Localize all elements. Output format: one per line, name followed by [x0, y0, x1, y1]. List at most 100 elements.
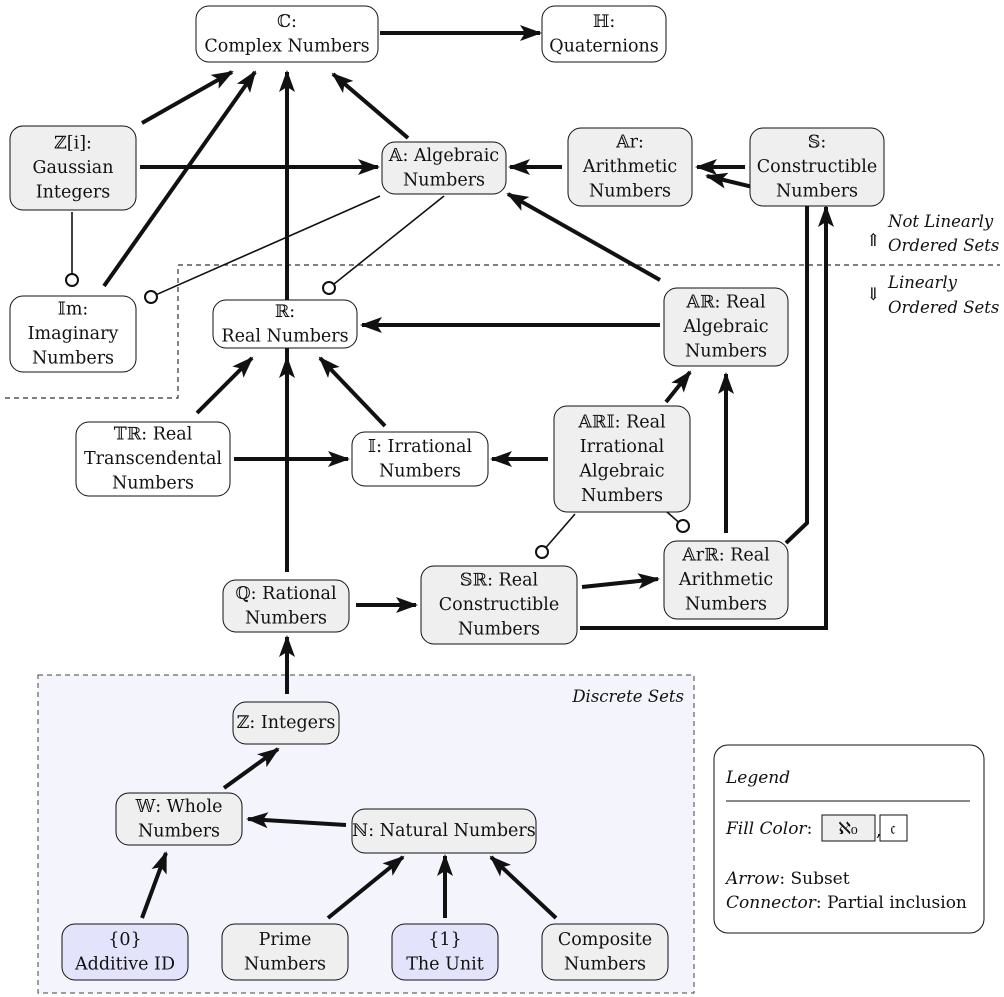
- down-arrow-icon: ⇓: [866, 285, 881, 305]
- node-box: [420, 565, 578, 645]
- subset-arrow: [664, 370, 692, 404]
- subset-arrow: [331, 72, 410, 140]
- node-label: Numbers: [685, 595, 767, 615]
- subset-arrow: [506, 192, 661, 282]
- node-label: The Unit: [406, 954, 484, 974]
- subset-arrow: [326, 855, 405, 920]
- legend-arrow: Arrow: Subset: [724, 869, 850, 889]
- node-label: 𝕀: Irrational: [368, 437, 473, 457]
- node-label: {0}: [108, 930, 141, 950]
- node-label: Numbers: [112, 474, 194, 494]
- node-label: Arithmetic: [678, 570, 773, 590]
- node-label: {1}: [428, 930, 461, 950]
- node-label: ℤ: Integers: [237, 713, 336, 733]
- node-label: Quaternions: [549, 36, 658, 56]
- legend-separator: ,: [876, 821, 881, 841]
- uncountable-swatch-label: 𝔠: [890, 819, 896, 839]
- node-label: 𝔸ℝ𝕀: Real: [577, 412, 666, 432]
- node-label: Numbers: [379, 461, 461, 481]
- node-label: 𝔸: Algebraic: [388, 146, 499, 166]
- subset-arrow: [318, 356, 387, 428]
- node-label: Numbers: [458, 620, 540, 640]
- node-label: ℝ:: [275, 302, 295, 322]
- subset-arrow: [140, 851, 168, 919]
- node-label: Integers: [36, 183, 110, 203]
- node-box: [391, 923, 499, 981]
- note-line: Ordered Sets: [888, 236, 999, 255]
- node-label: Numbers: [581, 486, 663, 506]
- node-box: [351, 808, 537, 854]
- node-box: [61, 923, 189, 981]
- node-label: Algebraic: [578, 461, 664, 481]
- node-label: Arithmetic: [582, 157, 677, 177]
- node-label: Constructible: [439, 595, 559, 615]
- legend-fill-color: Fill Color:: [725, 819, 812, 839]
- note-line: Ordered Sets: [888, 298, 999, 317]
- node-box: [115, 792, 243, 846]
- countable-swatch: [821, 814, 876, 842]
- up-arrow-icon: ⇑: [866, 231, 881, 251]
- node-box: [212, 299, 358, 349]
- node-natural: ℕ: Natural Numbers: [351, 808, 537, 854]
- node-label: Numbers: [138, 821, 220, 841]
- node-box: [381, 141, 507, 195]
- legend-connector: Connector: Partial inclusion: [726, 893, 967, 913]
- node-label: ℂ:: [277, 12, 297, 32]
- node-label: ℍ:: [593, 12, 615, 32]
- node-box: [541, 923, 669, 981]
- node-box: [232, 701, 340, 745]
- node-box: [195, 5, 379, 63]
- subset-arrow: [102, 70, 257, 288]
- node-label: Constructible: [757, 157, 877, 177]
- subset-arrow: [195, 356, 254, 415]
- node-label: 𝕋ℝ: Real: [114, 425, 193, 445]
- node-box: [749, 127, 885, 207]
- node-label: Real Numbers: [221, 326, 348, 346]
- partial-inclusion-connector: [322, 195, 445, 295]
- node-label: Numbers: [564, 954, 646, 974]
- uncountable-swatch: [879, 814, 908, 842]
- node-box: [221, 923, 349, 981]
- node-label: Composite: [558, 930, 652, 950]
- node-label: Imaginary: [28, 324, 119, 344]
- partial-inclusion-connector: [666, 511, 690, 533]
- node-label: 𝔸ℝ: Real: [685, 293, 766, 313]
- node-box: [351, 431, 489, 487]
- node-complex: ℂ: Complex Numbers: [195, 5, 379, 63]
- node-real: ℝ: Real Numbers: [212, 299, 358, 349]
- linear-order-boundary: [5, 264, 1000, 399]
- node-box: [663, 540, 789, 620]
- legend-title: Legend: [725, 768, 790, 788]
- node-box: [9, 295, 137, 373]
- node-quaternions: ℍ: Quaternions: [541, 5, 667, 63]
- node-box: [663, 287, 789, 367]
- partial-inclusion-connector: [144, 195, 381, 304]
- node-box: [567, 127, 693, 207]
- node-label: 𝕎: Whole: [135, 797, 223, 817]
- partial-inclusion-connector: [535, 513, 576, 559]
- node-label: Numbers: [589, 182, 671, 202]
- node-label: Gaussian: [33, 158, 114, 178]
- node-label: 𝕊ℝ: Real: [460, 571, 539, 591]
- node-label: Numbers: [245, 608, 327, 628]
- node-label: 𝕀m:: [58, 300, 89, 320]
- node-label: Numbers: [32, 349, 114, 369]
- subset-arrow: [581, 573, 660, 590]
- subset-arrow: [489, 855, 558, 920]
- node-label: Additive ID: [74, 954, 175, 974]
- node-label: Complex Numbers: [204, 36, 369, 56]
